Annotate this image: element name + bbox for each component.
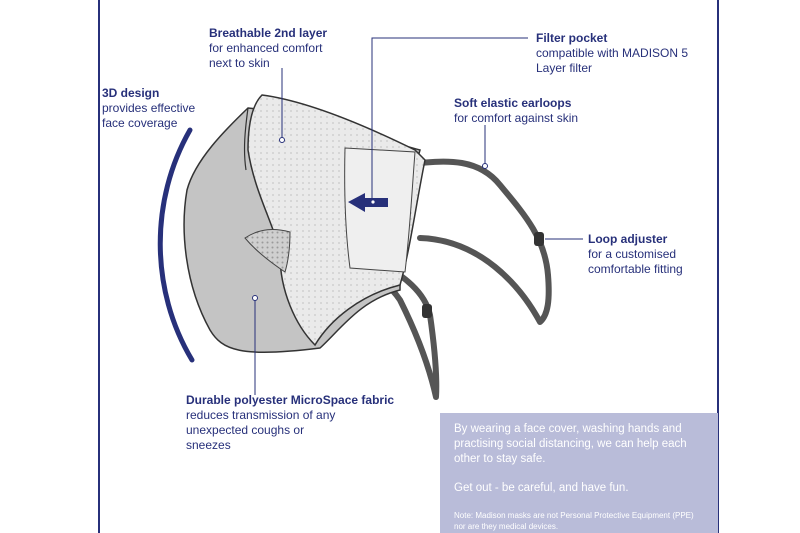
callout-filter-desc: compatible with MADISON 5 Layer filter [536, 46, 689, 75]
loop-adjuster-right [534, 232, 544, 246]
callout-filter: Filter pocket compatible with MADISON 5 … [536, 31, 706, 76]
frame-line-right [717, 0, 719, 533]
info-box: By wearing a face cover, washing hands a… [440, 413, 718, 533]
callout-earloops: Soft elastic earloops for comfort agains… [454, 96, 614, 126]
loop-adjuster-lower [422, 304, 432, 318]
earloop-right [402, 158, 552, 325]
callout-earloops-desc: for comfort against skin [454, 111, 579, 125]
mask-pocket [344, 147, 416, 273]
callout-breathable-title: Breathable 2nd layer [209, 26, 328, 40]
callout-filter-title: Filter pocket [536, 31, 608, 45]
callout-fabric-title: Durable polyester MicroSpace fabric [186, 393, 395, 407]
leader-filter [371, 37, 528, 198]
callout-earloops-title: Soft elastic earloops [454, 96, 572, 110]
filter-arrow [348, 193, 388, 212]
callout-adjuster-title: Loop adjuster [588, 232, 668, 246]
info-note: Note: Madison masks are not Personal Pro… [454, 511, 694, 531]
callout-design-desc: provides effective face coverage [102, 101, 196, 130]
info-tagline: Get out - be careful, and have fun. [454, 482, 629, 494]
callout-adjuster: Loop adjuster for a customised comfortab… [588, 232, 698, 277]
frame-line-left [98, 0, 100, 533]
mask-fold [244, 229, 291, 273]
callout-design: 3D design provides effective face covera… [102, 86, 212, 131]
callout-adjuster-desc: for a customised comfortable fitting [588, 247, 683, 276]
callout-breathable: Breathable 2nd layer for enhanced comfor… [209, 26, 359, 71]
callout-fabric: Durable polyester MicroSpace fabric redu… [186, 393, 395, 453]
design-arc [157, 127, 195, 363]
callout-design-title: 3D design [102, 86, 160, 100]
callout-fabric-desc: reduces transmission of any unexpected c… [186, 408, 336, 452]
callout-breathable-desc: for enhanced comfort next to skin [209, 41, 323, 70]
info-message: By wearing a face cover, washing hands a… [454, 423, 687, 465]
